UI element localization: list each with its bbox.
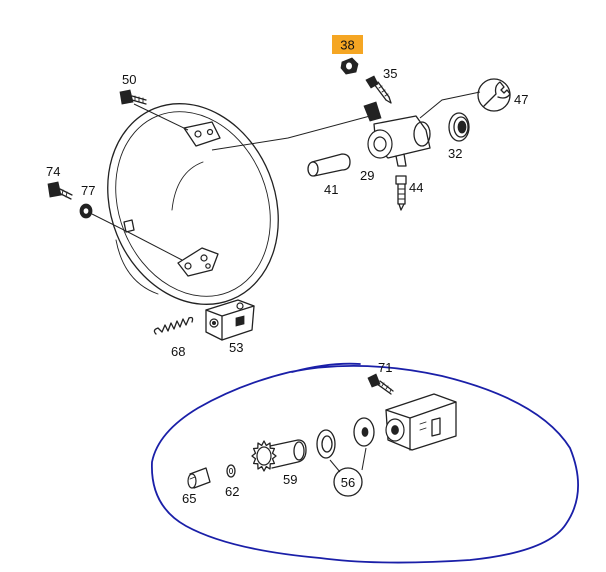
part-77-washer <box>79 203 183 261</box>
part-35-bleeder <box>365 75 392 104</box>
part-65-pin <box>187 467 211 489</box>
label-74: 74 <box>46 164 60 179</box>
label-50: 50 <box>122 72 136 87</box>
part-53-adjuster <box>205 299 255 341</box>
label-65: 65 <box>182 491 196 506</box>
part-71-screw <box>367 373 394 395</box>
label-68: 68 <box>171 344 185 359</box>
part-74-bolt <box>47 181 73 200</box>
part-29-wheel-cylinder <box>211 91 481 167</box>
label-29: 29 <box>360 168 374 183</box>
label-47: 47 <box>514 92 528 107</box>
part-38-nut <box>340 57 359 75</box>
part-56-washers <box>316 417 375 497</box>
part-59-star-gear <box>251 439 307 472</box>
label-32: 32 <box>448 146 462 161</box>
label-77: 77 <box>81 183 95 198</box>
backing-plate <box>107 103 279 305</box>
part-68-spring <box>153 316 194 335</box>
label-44: 44 <box>409 180 423 195</box>
part-56-housing <box>385 393 457 451</box>
label-71: 71 <box>378 360 392 375</box>
part-50-bolt <box>119 89 189 131</box>
part-47-tool-symbol <box>477 78 511 112</box>
label-41: 41 <box>324 182 338 197</box>
label-56: 56 <box>341 475 355 490</box>
highlight-box-38 <box>332 35 363 54</box>
label-35: 35 <box>383 66 397 81</box>
hand-drawn-highlight-circle <box>151 362 579 564</box>
part-32-seal <box>448 112 470 142</box>
label-38: 38 <box>340 38 354 53</box>
part-44-valve <box>395 175 407 211</box>
label-59: 59 <box>283 472 297 487</box>
label-62: 62 <box>225 484 239 499</box>
part-62-washer <box>226 464 236 478</box>
part-41-boot <box>307 153 351 177</box>
label-53: 53 <box>229 340 243 355</box>
